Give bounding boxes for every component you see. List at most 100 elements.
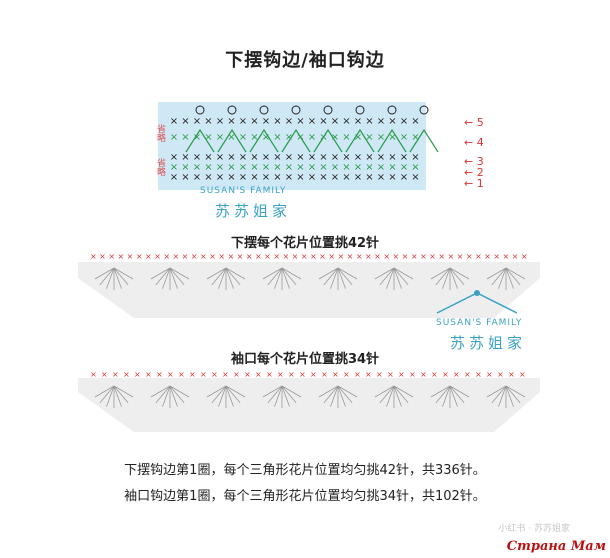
stitch-mark: × — [365, 152, 373, 163]
edge-stitch-mark: × — [211, 370, 218, 379]
edge-stitch-mark: × — [508, 370, 515, 379]
edge-stitch-mark: × — [182, 252, 189, 261]
stitch-mark: × — [308, 162, 316, 173]
edge-stitch-mark: × — [189, 370, 196, 379]
stitch-mark: × — [204, 152, 212, 163]
fan-stitch-mark — [169, 385, 185, 404]
stitch-mark: × — [354, 116, 362, 127]
stitch-mark: × — [227, 132, 235, 143]
fan-stitch-mark — [113, 267, 129, 286]
fan-stitch-mark — [337, 385, 358, 398]
stitch-mark: × — [193, 116, 201, 127]
v-stitch-mark — [249, 128, 279, 153]
picot-mark — [387, 105, 397, 115]
fan-stitch-mark — [505, 385, 514, 407]
stitch-mark: × — [273, 162, 281, 173]
edge-stitch-mark: × — [244, 370, 251, 379]
stitch-mark: × — [342, 132, 350, 143]
swatch-chart: ××××××××××××××××××××××××××××××××××××××××… — [158, 102, 439, 190]
fan-stitch-mark — [206, 267, 227, 280]
fan-stitch-mark — [155, 267, 171, 286]
v-stitch-mark — [217, 128, 247, 153]
edge-stitch-mark: × — [288, 370, 295, 379]
stitch-mark: × — [365, 172, 373, 183]
edge-stitch-mark: × — [420, 370, 427, 379]
stitch-mark: × — [262, 132, 270, 143]
stitch-mark: × — [273, 132, 281, 143]
edge-stitch-mark: × — [310, 252, 317, 261]
stitch-mark: × — [227, 172, 235, 183]
fan-stitch-mark — [267, 385, 283, 404]
fan-stitch-mark — [337, 267, 358, 280]
stitch-mark: × — [181, 162, 189, 173]
fan-stitch-mark — [323, 267, 339, 286]
edge-stitch-mark: × — [292, 252, 299, 261]
fan-stitch-mark — [169, 267, 178, 289]
stitch-mark: × — [193, 132, 201, 143]
edge-stitch-mark: × — [438, 252, 445, 261]
stitch-mark: × — [411, 152, 419, 163]
stitch-mark: × — [227, 162, 235, 173]
fan-stitch-mark — [337, 267, 353, 286]
edge-stitch-mark: × — [521, 252, 528, 261]
edge-stitch-mark: × — [356, 252, 363, 261]
edge-stitch-mark: × — [383, 252, 390, 261]
fan-stitch-mark — [113, 385, 129, 404]
edge-stitch-mark: × — [246, 252, 253, 261]
edge-stitch-mark: × — [228, 252, 235, 261]
edge-stitch-mark: × — [453, 370, 460, 379]
fan-stitch-mark — [262, 267, 283, 280]
row-label-5: ← 5 — [464, 116, 484, 129]
edge-stitch-mark: × — [90, 252, 97, 261]
fan-stitch-mark — [337, 385, 346, 407]
picot-mark — [259, 105, 269, 115]
v-stitch-mark — [313, 128, 343, 153]
fan-stitch-mark — [393, 267, 402, 289]
edge-stitch-mark: × — [123, 370, 130, 379]
fan-stitch-mark — [374, 385, 395, 398]
edge-stitch-mark: × — [319, 252, 326, 261]
edge-stitch-mark: × — [464, 370, 471, 379]
fan-stitch-mark — [386, 385, 395, 407]
edge-stitch-mark: × — [310, 370, 317, 379]
fan-stitch-mark — [449, 385, 470, 398]
edge-stitch-mark: × — [145, 252, 152, 261]
stitch-mark: × — [365, 162, 373, 173]
stitch-mark: × — [388, 172, 396, 183]
edge-stitch-mark: × — [328, 252, 335, 261]
fan-stitch-mark — [106, 385, 115, 407]
edge-stitch-mark: × — [277, 370, 284, 379]
stitch-mark: × — [342, 116, 350, 127]
stitch-mark: × — [181, 172, 189, 183]
stitch-mark: × — [250, 132, 258, 143]
edge-stitch-mark: × — [108, 252, 115, 261]
edge-stitch-mark: × — [420, 252, 427, 261]
stitch-mark: × — [354, 132, 362, 143]
picot-mark — [323, 105, 333, 115]
edge-stitch-mark: × — [273, 252, 280, 261]
fan-stitch-mark — [337, 267, 346, 289]
stitch-mark: × — [308, 172, 316, 183]
edge-stitch-mark: × — [429, 252, 436, 261]
stitch-mark: × — [400, 152, 408, 163]
edge-stitch-mark: × — [343, 370, 350, 379]
fan-stitch-mark — [449, 267, 465, 286]
stitch-mark: × — [285, 172, 293, 183]
edge-stitch-mark: × — [321, 370, 328, 379]
fan-stitch-mark — [106, 267, 115, 289]
stitch-mark: × — [273, 172, 281, 183]
stitch-mark: × — [216, 132, 224, 143]
hook-icon — [436, 290, 518, 314]
edge-stitch-mark: × — [503, 252, 510, 261]
v-stitch-mark — [281, 128, 311, 153]
fan-stitch-mark — [281, 267, 297, 286]
edge-stitch-mark: × — [200, 370, 207, 379]
edge-stitch-mark: × — [299, 370, 306, 379]
edge-stitch-mark: × — [374, 252, 381, 261]
stitch-mark: × — [239, 116, 247, 127]
fan-stitch-mark — [225, 385, 246, 398]
row-label-1: ← 1 — [464, 177, 484, 190]
edge-stitch-mark: × — [475, 252, 482, 261]
fan-stitch-mark — [99, 385, 115, 404]
fan-stitch-mark — [323, 385, 339, 404]
